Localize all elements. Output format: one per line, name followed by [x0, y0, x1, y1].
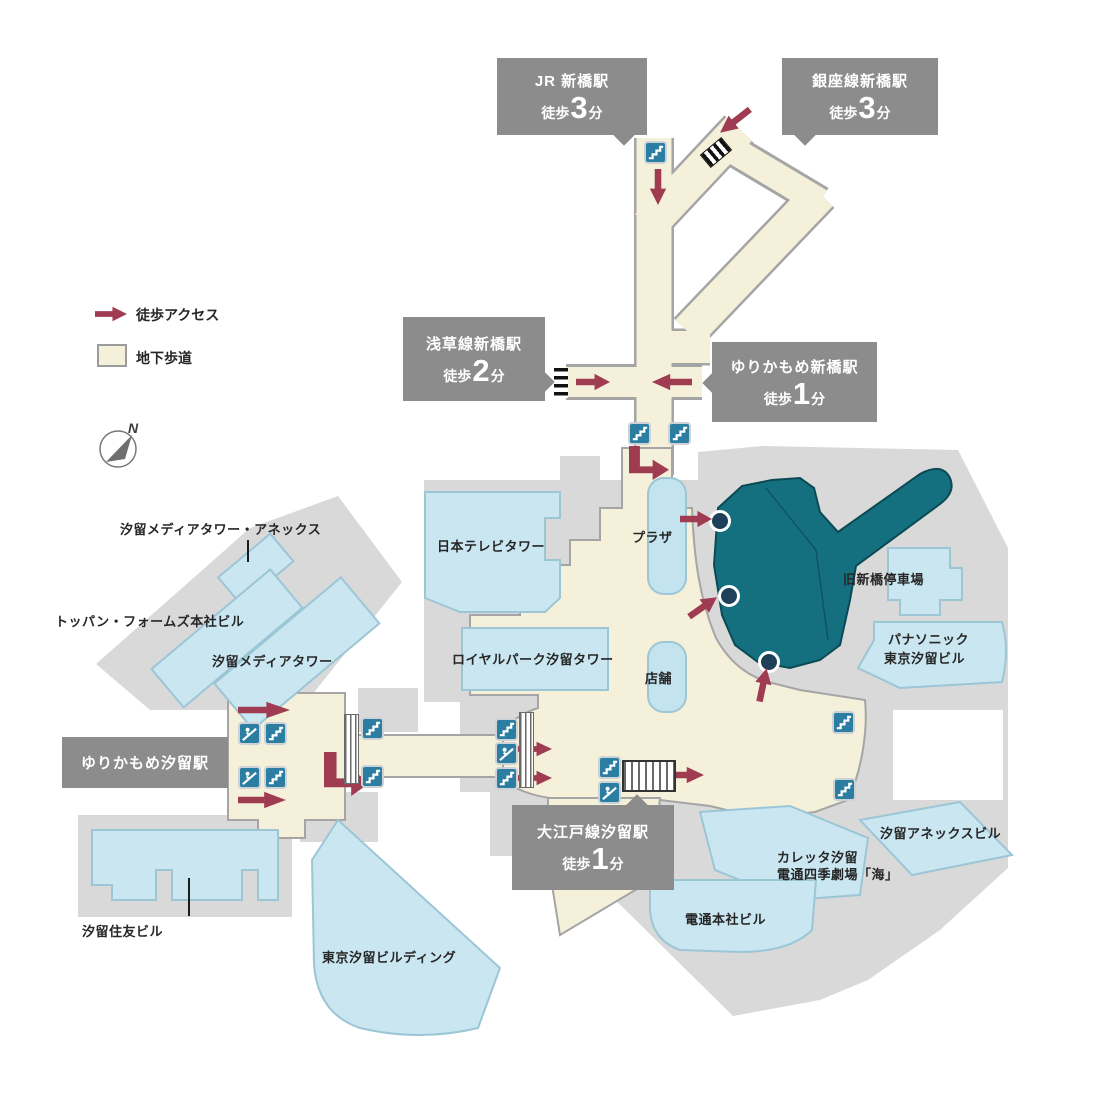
building-label-annex: 汐留アネックスビル [880, 826, 1002, 841]
ticket-gate-icon [554, 368, 568, 398]
building-nittele [424, 491, 561, 613]
highlight-building [712, 467, 953, 670]
walk-arrow-oedo-walkway [666, 766, 704, 784]
walk-arrow-jr-down [649, 169, 667, 205]
stairs-icon [833, 778, 856, 801]
building-toppan [150, 568, 304, 709]
stairs-icon [264, 722, 287, 745]
building-caretta [698, 804, 870, 902]
compass-icon: N [94, 420, 146, 472]
building-label-panasonic-1: パナソニック [888, 632, 970, 647]
entrance-marker [758, 651, 780, 673]
leader-line-media-annex [247, 540, 249, 562]
stairs-icon [832, 711, 855, 734]
station-name: JR 新橋駅 [534, 73, 610, 90]
walk-arrow-yurikamome-shinbashi [652, 373, 692, 391]
wide-stairs [344, 714, 359, 784]
building-label-tenpo: 店舗 [645, 671, 673, 686]
moving-walkway [622, 760, 676, 792]
stairs-icon [628, 422, 651, 445]
building-label-sumitomo: 汐留住友ビル [82, 924, 164, 939]
stairs-icon [495, 718, 518, 741]
building-label-royal-park: ロイヤルパーク汐留タワー [452, 652, 614, 667]
station-name: 浅草線新橋駅 [425, 335, 522, 353]
entrance-marker [718, 585, 740, 607]
building-panasonic [856, 621, 1007, 690]
building-label-media-tower: 汐留メディアタワー [212, 654, 333, 669]
plot-white-notch [893, 710, 1003, 800]
station-name: ゆりかもめ汐留駅 [80, 755, 209, 772]
entrance-marker [709, 510, 731, 532]
building-label-panasonic-2: 東京汐留ビル [884, 651, 966, 666]
legend-underground: 地下歩道 [136, 350, 192, 366]
walk-arrow-oedo-west-1 [518, 741, 552, 757]
building-label-tokyo-shiodome: 東京汐留ビルディング [322, 950, 457, 965]
escalator-icon [238, 766, 261, 789]
building-kyu-shinbashi [887, 547, 963, 616]
stairs-icon [361, 717, 384, 740]
underground-walkway-swatch-icon [97, 344, 127, 367]
stairs-icon [668, 422, 691, 445]
station-name: 銀座線新橋駅 [811, 73, 908, 90]
stairs-icon [644, 141, 667, 164]
station-name: 大江戸線汐留駅 [536, 824, 649, 841]
strip-plaza [647, 477, 687, 595]
walk-arrow-oedo-west-2 [518, 770, 552, 786]
building-label-kyu-shinbashi: 旧新橋停車場 [843, 572, 925, 587]
stairs-icon [598, 756, 621, 779]
walk-arrow-plaza-turn [629, 446, 669, 480]
stairs-icon [495, 767, 518, 790]
walk-arrow-asakusa [576, 373, 610, 391]
building-label-nittele: 日本テレビタワー [437, 539, 546, 554]
walk-access-arrow-icon [95, 306, 127, 322]
building-dentsu [649, 879, 818, 954]
building-tokyo-shiodome [310, 818, 502, 1036]
leader-line-sumitomo [188, 878, 190, 916]
escalator-icon [598, 781, 621, 804]
highlight-building-divider [765, 487, 829, 641]
escalator-icon [238, 722, 261, 745]
building-label-toppan: トッパン・フォームズ本社ビル [55, 614, 245, 629]
walk-arrow-shiodome-top [238, 701, 290, 719]
stairs-icon [361, 765, 384, 788]
building-label-plaza: プラザ [632, 530, 673, 545]
strip-tenpo [647, 641, 687, 713]
walk-arrow-entrance-1 [680, 510, 712, 528]
building-label-caretta-2: 電通四季劇場「海」 [777, 867, 899, 882]
stairs-icon [264, 766, 287, 789]
building-media-tower [213, 575, 381, 731]
legend-walk-access: 徒歩アクセス [136, 307, 220, 323]
escalator-icon [495, 742, 518, 765]
walk-arrow-ginza [714, 102, 755, 140]
compass-north-label: N [128, 420, 139, 436]
building-label-caretta-1: カレッタ汐留 [777, 850, 859, 865]
building-annex [858, 800, 1015, 877]
building-royal-park [461, 627, 609, 691]
walk-arrow-shiodome-bottom [238, 791, 286, 809]
building-label-media-annex: 汐留メディアタワー・アネックス [120, 522, 322, 537]
building-sumitomo [91, 829, 279, 901]
walk-arrow-entrance-2 [684, 590, 722, 624]
corridor [675, 181, 833, 345]
wide-stairs [519, 712, 534, 788]
station-label-yurikamome-shiodome: ゆりかもめ汐留駅 [62, 737, 228, 788]
walk-arrow-entrance-3 [751, 667, 776, 704]
walk-arrow-shiodome-turn [324, 752, 370, 796]
station-name: ゆりかもめ新橋駅 [730, 358, 859, 376]
building-label-dentsu: 電通本社ビル [685, 912, 767, 927]
